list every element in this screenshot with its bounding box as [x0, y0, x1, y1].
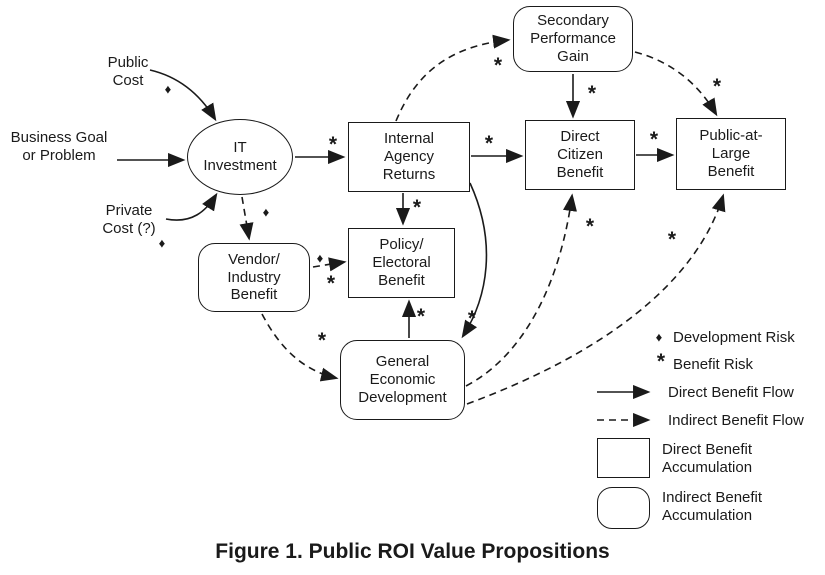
benefit-risk-icon: * [328, 133, 338, 157]
benefit-risk-icon: * [667, 228, 677, 252]
node-internal-agency-returns: Internal Agency Returns [348, 122, 470, 192]
arrow-private-cost-to-it [165, 192, 218, 221]
benefit-risk-icon: * [484, 132, 494, 156]
legend-indirect-benefit-accumulation-label: Indirect Benefit Accumulation [662, 489, 763, 525]
arrow-vendor-to-general [261, 313, 339, 382]
benefit-risk-icon: * [412, 196, 422, 220]
node-it-investment: IT Investment [187, 119, 293, 195]
legend-direct-benefit-flow-label: Direct Benefit Flow [668, 384, 794, 401]
legend-indirect-accumulation-shape [597, 487, 650, 529]
node-general-economic-development: General Economic Development [340, 340, 465, 420]
arrow-general-to-citizen [465, 193, 577, 387]
legend-development-risk-label: Development Risk [673, 329, 795, 346]
legend-direct-benefit-accumulation-label: Direct Benefit Accumulation [662, 441, 753, 477]
benefit-risk-icon: * [585, 215, 595, 239]
node-policy-electoral-benefit: Policy/ Electoral Benefit [348, 228, 455, 298]
arrow-internal-to-general [461, 182, 488, 339]
node-vendor-industry-benefit: Vendor/ Industry Benefit [198, 243, 310, 312]
figure-caption: Figure 1. Public ROI Value Propositions [215, 540, 610, 563]
development-risk-icon: ♦ [164, 81, 172, 97]
arrow-public-cost-to-it [149, 69, 217, 122]
development-risk-icon: ♦ [262, 204, 270, 220]
legend-benefit-risk-icon: * [656, 350, 666, 374]
development-risk-icon: ♦ [316, 250, 324, 266]
arrow-internal-to-secondary [395, 34, 511, 122]
legend-benefit-risk-label: Benefit Risk [673, 356, 754, 373]
legend-indirect-benefit-flow-label: Indirect Benefit Flow [668, 412, 804, 429]
node-business-goal: Business Goal or Problem [10, 129, 108, 164]
legend-direct-accumulation-shape [597, 438, 650, 478]
node-direct-citizen-benefit: Direct Citizen Benefit [525, 120, 635, 190]
benefit-risk-icon: * [493, 54, 503, 78]
benefit-risk-icon: * [416, 305, 426, 329]
node-private-cost: Private Cost (?) [102, 202, 156, 237]
arrow-secondary-to-public [634, 51, 718, 117]
node-secondary-performance-gain: Secondary Performance Gain [513, 6, 633, 72]
node-public-at-large-benefit: Public-at- Large Benefit [676, 118, 786, 190]
benefit-risk-icon: * [467, 307, 477, 331]
development-risk-icon: ♦ [158, 235, 166, 251]
arrow-general-to-public [466, 193, 726, 405]
benefit-risk-icon: * [649, 128, 659, 152]
benefit-risk-icon: * [587, 82, 597, 106]
arrow-it-to-vendor [239, 196, 254, 241]
benefit-risk-icon: * [712, 75, 722, 99]
node-public-cost: Public Cost [107, 54, 149, 89]
benefit-risk-icon: * [317, 329, 327, 353]
arrow-vendor-to-policy [312, 257, 347, 272]
legend-development-risk-icon: ♦ [655, 329, 663, 345]
benefit-risk-icon: * [326, 272, 336, 296]
